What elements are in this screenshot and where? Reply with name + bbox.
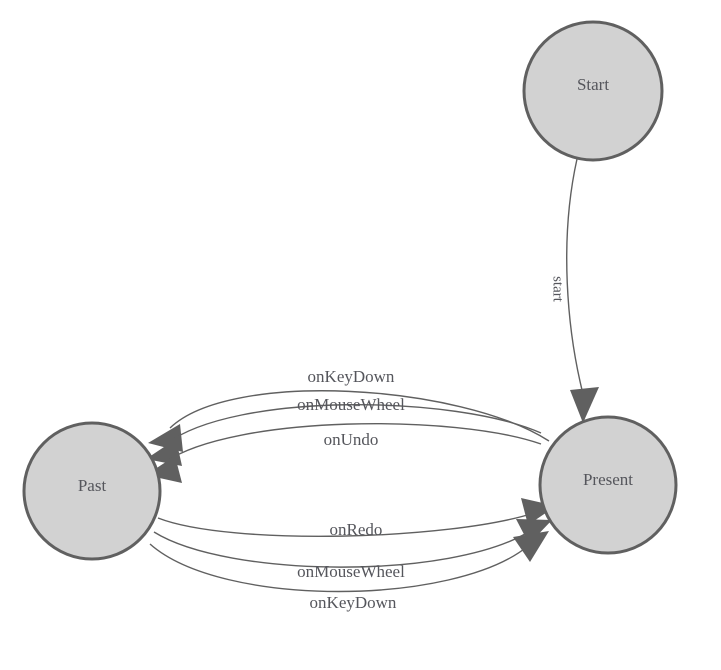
edge-onredo-label: onRedo [330, 520, 383, 539]
edge-onmousewheel-undo-path [165, 403, 542, 445]
node-start-circle [522, 20, 664, 162]
edge-onkeydown-undo-label: onKeyDown [308, 367, 395, 386]
edge-onmousewheel-redo-arrowhead [516, 519, 552, 544]
edge-onmousewheel-undo[interactable]: onMouseWheel [146, 395, 542, 466]
edge-onkeydown-redo-arrowhead [513, 531, 549, 562]
node-present-label: Present [583, 470, 633, 489]
node-present-circle [538, 415, 678, 555]
edge-start-arrowhead [570, 387, 599, 423]
node-start[interactable]: Start [522, 20, 664, 162]
edge-onkeydown-undo-path [169, 390, 550, 442]
node-past-label: Past [78, 476, 107, 495]
edge-onundo-label: onUndo [324, 430, 379, 449]
edge-start-label: start [550, 276, 566, 303]
edge-onmousewheel-redo-label: onMouseWheel [297, 562, 405, 581]
edge-onkeydown-redo-path [149, 543, 529, 593]
edge-onkeydown-redo-label: onKeyDown [310, 593, 397, 612]
edge-onmousewheel-redo[interactable]: onMouseWheel [153, 519, 552, 581]
node-start-label: Start [577, 75, 609, 94]
edge-onundo[interactable]: onUndo [146, 422, 542, 483]
edge-start-path [566, 158, 584, 395]
node-past-circle [22, 421, 162, 561]
node-past[interactable]: Past [22, 421, 162, 561]
edge-onkeydown-redo[interactable]: onKeyDown [149, 531, 549, 612]
edge-onredo-path [157, 512, 535, 538]
edge-start[interactable]: start [550, 158, 599, 423]
edge-onmousewheel-undo-label: onMouseWheel [297, 395, 405, 414]
edge-onmousewheel-redo-path [153, 530, 531, 568]
edge-onredo[interactable]: onRedo [157, 498, 556, 539]
node-present[interactable]: Present [538, 415, 678, 555]
edge-onundo-path [164, 422, 542, 463]
